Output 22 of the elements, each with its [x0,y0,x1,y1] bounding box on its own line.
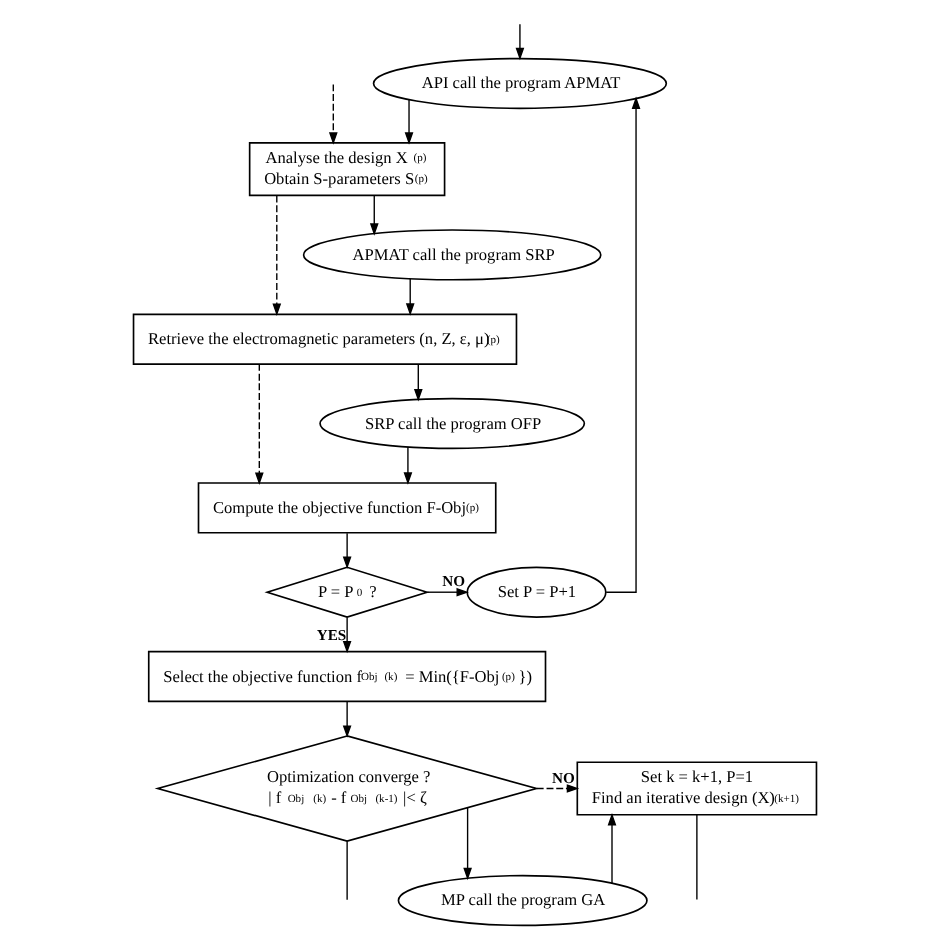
arrow [403,99,413,145]
connector [695,814,697,901]
arrow [253,363,263,485]
arrow [327,83,337,145]
arrow [604,96,640,593]
arrow [462,807,471,881]
arrow [368,195,378,236]
arrow [271,195,281,317]
arrow [402,446,412,485]
arrow [425,587,468,597]
edge-label: YES [315,626,346,645]
edge-label: NO [441,572,465,591]
edge-label: NO [551,768,574,787]
arrow [535,784,579,793]
arrow [412,363,422,402]
arrow [341,701,351,738]
arrow [514,23,524,61]
arrow [606,812,616,884]
arrow [341,532,351,569]
arrow [341,616,351,654]
connector [345,840,347,901]
arrow [404,278,414,316]
